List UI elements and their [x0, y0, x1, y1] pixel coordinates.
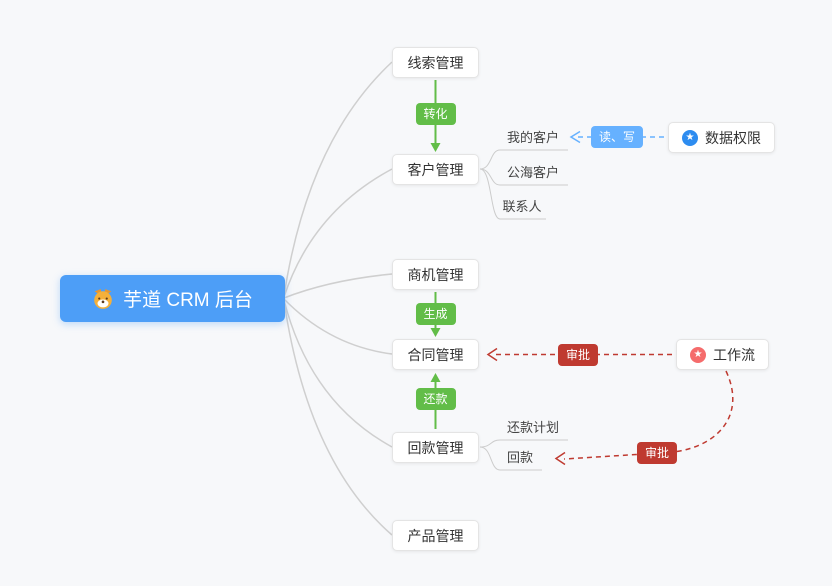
connector-customer-contactperson [479, 168, 546, 220]
node-workflow[interactable]: ★ 工作流 [676, 339, 769, 370]
node-label: 数据权限 [705, 129, 761, 146]
node-contract-management[interactable]: 合同管理 [392, 339, 479, 370]
connector-customer-publicpool [479, 168, 568, 186]
dog-icon [92, 288, 114, 310]
node-label: 工作流 [713, 346, 755, 363]
node-product-management[interactable]: 产品管理 [392, 520, 479, 551]
star-icon: ★ [690, 346, 706, 363]
edge-label-approve-contract: 审批 [557, 343, 599, 366]
arrowhead-workflow-to-payment [554, 451, 566, 466]
arrowhead-lead-to-customer [430, 143, 441, 152]
node-lead-management[interactable]: 线索管理 [392, 47, 479, 78]
connector-receivable-payment [479, 446, 542, 471]
node-contact-person[interactable]: 联系人 [502, 199, 542, 214]
arrowhead-workflow-to-contract [486, 347, 498, 362]
edge-label-convert: 转化 [415, 103, 456, 125]
node-crm-hub[interactable]: 芋道 CRM 后台 [60, 275, 285, 322]
edge-label-read-write: 读、写 [590, 126, 644, 148]
node-public-pool[interactable]: 公海客户 [506, 165, 559, 180]
hub-label: 芋道 CRM 后台 [123, 290, 253, 311]
star-icon: ★ [682, 129, 698, 146]
arrowhead-opportunity-to-contract [430, 328, 441, 337]
connector-hub-product [283, 300, 393, 536]
edge-label-generate: 生成 [415, 303, 456, 325]
node-receivable-management[interactable]: 回款管理 [392, 432, 479, 463]
node-customer-management[interactable]: 客户管理 [392, 154, 479, 185]
node-opportunity-management[interactable]: 商机管理 [392, 259, 479, 290]
connector-hub-customer [283, 168, 393, 298]
edge-label-approve-receivable: 审批 [636, 442, 678, 464]
node-my-customer[interactable]: 我的客户 [506, 130, 559, 145]
arrowhead-datapermission-to-mycustomer [569, 130, 581, 144]
edge-label-repay: 还款 [415, 388, 456, 410]
connector-receivable-repayplan [479, 439, 568, 448]
node-data-permission[interactable]: ★ 数据权限 [668, 122, 775, 153]
arrowhead-receivable-to-contract [430, 373, 441, 382]
connector-hub-contract [283, 298, 393, 355]
connector-hub-lead [283, 61, 393, 297]
connector-hub-opportunity [283, 273, 393, 299]
connector-customer-mycustomer [479, 149, 568, 170]
node-payment[interactable]: 回款 [506, 450, 533, 465]
node-repayment-plan[interactable]: 还款计划 [506, 420, 559, 435]
connector-hub-receivable [283, 299, 393, 448]
